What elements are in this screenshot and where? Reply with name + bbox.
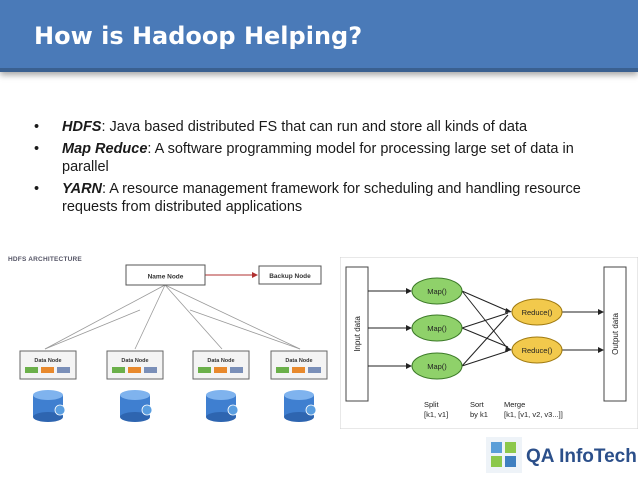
svg-text:Data Node: Data Node (207, 358, 234, 364)
bullet-term: Map Reduce (62, 140, 148, 157)
data-node-2: Data Node (106, 350, 164, 380)
phase-split-detail: [k1, v1] (424, 410, 448, 419)
slide-title: How is Hadoop Helping? (34, 22, 363, 50)
input-data-bar: Input data (345, 266, 369, 402)
svg-text:Map(): Map() (427, 324, 447, 333)
bullet-dot: • (34, 119, 40, 135)
data-node-4: Data Node (270, 350, 328, 380)
svg-text:Map(): Map() (427, 362, 447, 371)
phase-captions: Split [k1, v1] Sort by k1 Merge [k1, [v1… (424, 400, 563, 419)
disk-icon (120, 390, 153, 422)
phase-sort-name: Sort (470, 400, 485, 409)
svg-text:Backup Node: Backup Node (269, 273, 311, 280)
phase-merge-detail: [k1, [v1, v2, v3...]] (504, 410, 563, 419)
phase-split-name: Split (424, 400, 440, 409)
svg-text:Data Node: Data Node (34, 358, 61, 364)
reduce-node-1: Reduce() (511, 298, 563, 326)
bullet-dot: • (34, 140, 40, 157)
name-node: Name Node (125, 264, 206, 286)
phase-merge-name: Merge (504, 400, 525, 409)
bullet-mapreduce: • Map Reduce: A software programming mod… (30, 140, 620, 177)
bullet-list: • HDFS: Java based distributed FS that c… (30, 118, 620, 220)
input-arrowheads (406, 288, 412, 369)
backup-node: Backup Node (258, 265, 322, 285)
svg-text:Map(): Map() (427, 287, 447, 296)
qa-infotech-logo: QA InfoTech (486, 437, 637, 473)
svg-text:Reduce(): Reduce() (522, 308, 553, 317)
svg-text:Data Node: Data Node (121, 358, 148, 364)
disk-icon (206, 390, 239, 422)
reduce-node-2: Reduce() (511, 336, 563, 364)
logo-text: QA InfoTech (526, 446, 637, 467)
title-bar: How is Hadoop Helping? (0, 0, 638, 72)
bullet-hdfs: • HDFS: Java based distributed FS that c… (30, 118, 620, 137)
data-node-3: Data Node (192, 350, 250, 380)
mapreduce-diagram: Input data Output data Map() Map() (340, 257, 638, 429)
shuffle-arrows (461, 290, 509, 367)
output-arrowheads (598, 309, 604, 353)
hdfs-connectors (44, 284, 301, 350)
bullet-text: : A software programming model for proce… (62, 140, 574, 176)
input-arrows (368, 290, 406, 367)
bullet-term: HDFS (62, 119, 102, 135)
bullet-yarn: • YARN: A resource management framework … (30, 180, 620, 217)
bullet-text: : A resource management framework for sc… (62, 180, 581, 216)
bullet-text: : Java based distributed FS that can run… (101, 119, 528, 135)
svg-text:Input data: Input data (353, 316, 362, 352)
phase-sort-detail: by k1 (470, 410, 488, 419)
svg-text:Reduce(): Reduce() (522, 346, 553, 355)
hdfs-diagram-title: HDFS ARCHITECTURE (8, 256, 82, 263)
bullet-dot: • (34, 180, 40, 197)
output-data-bar: Output data (603, 266, 627, 402)
hdfs-diagram: Name Node Backup Node Data Node Data Nod… (19, 264, 328, 422)
shuffle-arrowheads (505, 308, 512, 352)
map-node-2: Map() (411, 314, 463, 342)
bullet-term: YARN (62, 180, 103, 197)
disk-icon (33, 390, 66, 422)
backup-arrowhead (252, 272, 258, 278)
svg-text:Name Node: Name Node (148, 274, 184, 281)
map-node-1: Map() (411, 277, 463, 305)
data-node-1: Data Node (19, 350, 77, 380)
disk-icon (284, 390, 317, 422)
svg-text:Data Node: Data Node (285, 358, 312, 364)
map-node-3: Map() (411, 352, 463, 380)
output-arrows (562, 311, 598, 351)
svg-text:Output data: Output data (611, 313, 620, 355)
logo-mark-icon (486, 437, 522, 473)
